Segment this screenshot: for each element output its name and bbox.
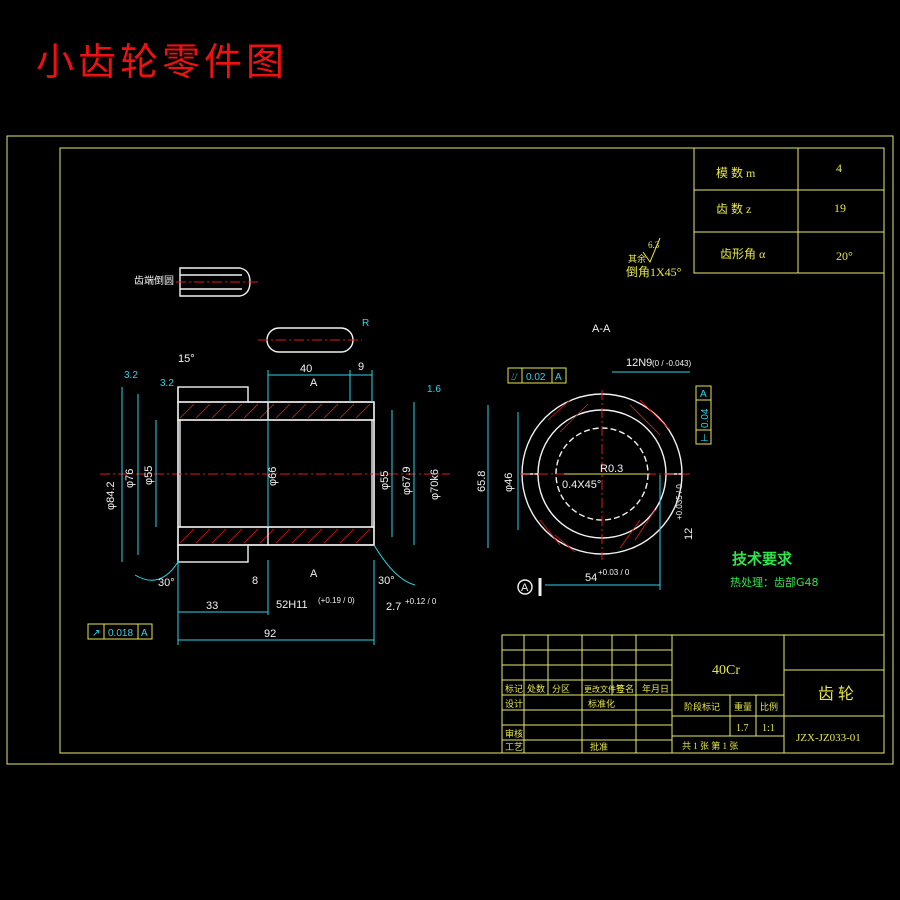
svg-text:A: A (555, 372, 562, 383)
svg-text:A: A (310, 568, 318, 580)
svg-text:φ55: φ55 (143, 466, 155, 485)
svg-text:92: 92 (264, 628, 276, 640)
svg-text:比例: 比例 (760, 701, 778, 712)
svg-text:R: R (362, 318, 369, 329)
svg-text:+0.12 / 0: +0.12 / 0 (405, 597, 437, 606)
svg-text:12N9: 12N9 (626, 357, 652, 369)
svg-text:φ66: φ66 (267, 467, 279, 486)
svg-text:签名: 签名 (616, 683, 634, 694)
svg-text:+0.03 / 0: +0.03 / 0 (598, 568, 630, 577)
roughness-note: 其余 6.3 倒角1X45° (626, 237, 682, 279)
drawing-number: JZX-JZ033-01 (796, 732, 861, 744)
svg-text:分区: 分区 (552, 684, 570, 694)
svg-text:R0.3: R0.3 (600, 463, 623, 475)
svg-text:1.7: 1.7 (736, 723, 749, 734)
page-title: 小齿轮零件图 (36, 40, 288, 84)
main-view-dimensions: 40 9 15° A A φ84.2 φ76 φ55 φ66 φ55 φ67.9… (105, 353, 441, 645)
param-value-teeth: 19 (834, 201, 846, 215)
tech-line: 热处理：齿部G48 (730, 575, 819, 589)
svg-text:12: 12 (683, 528, 695, 540)
svg-text:更改文件号: 更改文件号 (584, 684, 624, 694)
svg-text:A: A (141, 628, 148, 639)
svg-text:0.02: 0.02 (526, 372, 546, 383)
svg-text:设计: 设计 (505, 698, 523, 709)
svg-text:齿端倒圆: 齿端倒圆 (134, 274, 174, 287)
svg-text:处数: 处数 (527, 683, 545, 694)
svg-text:65.8: 65.8 (476, 471, 488, 492)
inner-frame (59, 147, 885, 754)
svg-text:工艺: 工艺 (505, 742, 523, 752)
svg-text:其余: 其余 (628, 253, 646, 264)
svg-text:⌰: ⌰ (511, 372, 518, 383)
outer-frame (6, 135, 894, 765)
section-aa-view: A-A 65.8 φ46 R0.3 0.4X45° 54 +0.03 / 0 1… (476, 323, 695, 596)
svg-text:批准: 批准 (590, 741, 608, 752)
tolerance-frame-runout: ↗ 0.018 A (87, 623, 153, 640)
svg-text:3.2: 3.2 (160, 378, 174, 389)
main-section-view (100, 386, 450, 563)
svg-text:φ84.2: φ84.2 (105, 481, 117, 510)
svg-text:重量: 重量 (734, 701, 752, 712)
svg-text:8: 8 (252, 575, 258, 587)
svg-text:φ55: φ55 (379, 471, 391, 490)
param-value-module: 4 (836, 161, 842, 175)
param-label-module: 模 数 m (716, 165, 756, 180)
material: 40Cr (712, 663, 740, 678)
svg-text:0.4X45°: 0.4X45° (562, 479, 601, 491)
svg-text:标记: 标记 (505, 683, 523, 694)
tolerance-frame-symmetry: ⌰ 0.02 A (507, 367, 567, 384)
svg-text:审核: 审核 (505, 728, 523, 739)
svg-text:A-A: A-A (592, 323, 611, 335)
param-label-teeth: 齿 数 z (716, 201, 751, 216)
svg-text:标准化: 标准化 (588, 698, 615, 709)
svg-text:φ67.9: φ67.9 (401, 466, 413, 495)
tolerance-frame-perpendicular: A 0.04 ⊥ (695, 385, 712, 445)
svg-text:6.3: 6.3 (648, 240, 660, 250)
svg-text:40: 40 (300, 363, 312, 375)
svg-text:30°: 30° (378, 575, 395, 587)
svg-text:↗: ↗ (92, 628, 100, 639)
svg-text:φ76: φ76 (124, 469, 136, 488)
svg-text:3.2: 3.2 (124, 370, 138, 381)
svg-text:2.7: 2.7 (386, 601, 401, 613)
svg-text:+0.035 / 0: +0.035 / 0 (675, 484, 684, 520)
svg-text:⊥: ⊥ (700, 433, 709, 444)
svg-text:1:1: 1:1 (762, 723, 775, 734)
svg-text:52H11: 52H11 (276, 599, 308, 611)
svg-text:0.018: 0.018 (108, 628, 133, 639)
svg-text:30°: 30° (158, 577, 175, 589)
svg-text:33: 33 (206, 600, 218, 612)
svg-text:A: A (310, 377, 318, 389)
svg-text:0.04: 0.04 (700, 408, 711, 428)
svg-text:(+0.19 / 0): (+0.19 / 0) (318, 596, 355, 605)
svg-text:54: 54 (585, 572, 597, 584)
svg-text:1.6: 1.6 (427, 384, 441, 395)
title-block: 标记 处数 分区 更改文件号 签名 年月日 设计 标准化 审核 工艺 批准 40… (501, 634, 885, 754)
svg-text:共 1 张 第 1 张: 共 1 张 第 1 张 (682, 740, 738, 751)
svg-text:φ46: φ46 (503, 473, 515, 492)
chamfer-note: 倒角1X45° (626, 265, 682, 279)
svg-text:A: A (700, 389, 707, 400)
svg-text:(0 / -0.043): (0 / -0.043) (652, 359, 691, 368)
param-value-angle: 20° (836, 249, 853, 263)
tech-title: 技术要求 (732, 550, 793, 568)
tooth-end-detail: 齿端倒圆 (134, 267, 260, 297)
part-name: 齿 轮 (818, 685, 854, 703)
svg-text:15°: 15° (178, 353, 195, 365)
svg-text:9: 9 (358, 361, 364, 373)
svg-text:年月日: 年月日 (642, 683, 669, 694)
svg-text:φ70k6: φ70k6 (429, 469, 441, 500)
keyway-slot-view: R (258, 318, 369, 353)
svg-text:阶段标记: 阶段标记 (684, 701, 720, 712)
gear-param-table: 模 数 m 4 齿 数 z 19 齿形角 α 20° (693, 147, 885, 274)
datum-label: A (521, 582, 529, 594)
param-label-angle: 齿形角 α (720, 247, 766, 261)
